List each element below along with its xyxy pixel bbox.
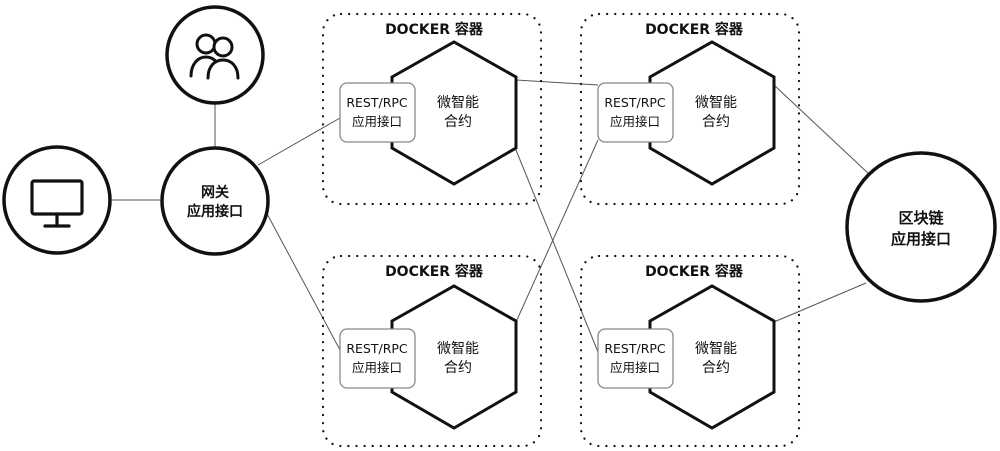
api-box-4: REST/RPC 应用接口 xyxy=(597,328,674,389)
computer-circle xyxy=(2,145,112,255)
container-title: DOCKER 容器 xyxy=(385,21,484,38)
link-contract4-blockchain xyxy=(773,282,867,323)
contract-label-line1: 微智能 xyxy=(695,341,737,357)
computer-node xyxy=(2,145,112,255)
blockchain-label-line1: 区块链 xyxy=(898,209,944,227)
gateway-label-line1: 网关 xyxy=(201,184,229,201)
link-contract1-api4 xyxy=(515,149,599,353)
api-box-2: REST/RPC 应用接口 xyxy=(597,82,674,143)
contract-label-line2: 合约 xyxy=(444,114,472,130)
docker-container-1: DOCKER 容器 xyxy=(321,12,543,206)
gateway-node: 网关 应用接口 xyxy=(160,146,270,256)
api-box-1: REST/RPC 应用接口 xyxy=(339,82,416,143)
api-label-line2: 应用接口 xyxy=(352,114,402,129)
users-circle xyxy=(165,5,265,105)
api-box-border xyxy=(597,328,674,389)
link-contract2-blockchain xyxy=(773,84,871,176)
contract-hexagon xyxy=(390,40,518,186)
api-box-border xyxy=(339,82,416,143)
container-title: DOCKER 容器 xyxy=(385,263,484,280)
api-label-line2: 应用接口 xyxy=(610,114,660,129)
container-title: DOCKER 容器 xyxy=(645,21,744,38)
docker-container-4: DOCKER 容器 xyxy=(579,254,801,448)
link-contract3-api2 xyxy=(515,139,599,323)
link-contract1-api2 xyxy=(515,79,599,86)
api-label-line1: REST/RPC xyxy=(346,341,408,356)
contract-hexagon xyxy=(390,284,518,430)
container-title: DOCKER 容器 xyxy=(645,263,744,280)
contract-label-line2: 合约 xyxy=(702,360,730,376)
contract-hexagon xyxy=(648,40,776,186)
api-label-line1: REST/RPC xyxy=(604,95,666,110)
smart-contract-2: 微智能 合约 xyxy=(648,40,776,186)
gateway-circle xyxy=(160,146,270,256)
contract-label-line1: 微智能 xyxy=(695,95,737,111)
blockchain-label-line2: 应用接口 xyxy=(891,230,951,248)
contract-label-line2: 合约 xyxy=(444,360,472,376)
users-icon xyxy=(189,33,240,80)
users-node xyxy=(165,5,265,105)
monitor-icon xyxy=(30,179,84,228)
api-box-border xyxy=(339,328,416,389)
docker-container-2: DOCKER 容器 xyxy=(579,12,801,206)
api-label-line2: 应用接口 xyxy=(352,360,402,375)
contract-label-line2: 合约 xyxy=(702,114,730,130)
contract-label-line1: 微智能 xyxy=(437,95,479,111)
contract-label-line1: 微智能 xyxy=(437,341,479,357)
link-gateway-api1 xyxy=(257,117,341,166)
api-label-line1: REST/RPC xyxy=(346,95,408,110)
blockchain-circle xyxy=(845,151,997,303)
link-gateway-api3 xyxy=(264,209,341,351)
smart-contract-1: 微智能 合约 xyxy=(390,40,518,186)
connector-lines xyxy=(112,79,871,353)
api-box-border xyxy=(597,82,674,143)
docker-container-3: DOCKER 容器 xyxy=(321,254,543,448)
smart-contract-4: 微智能 合约 xyxy=(648,284,776,430)
blockchain-node: 区块链 应用接口 xyxy=(845,151,997,303)
api-box-3: REST/RPC 应用接口 xyxy=(339,328,416,389)
smart-contract-3: 微智能 合约 xyxy=(390,284,518,430)
api-label-line2: 应用接口 xyxy=(610,360,660,375)
contract-hexagon xyxy=(648,284,776,430)
gateway-label-line2: 应用接口 xyxy=(187,203,243,220)
api-label-line1: REST/RPC xyxy=(604,341,666,356)
